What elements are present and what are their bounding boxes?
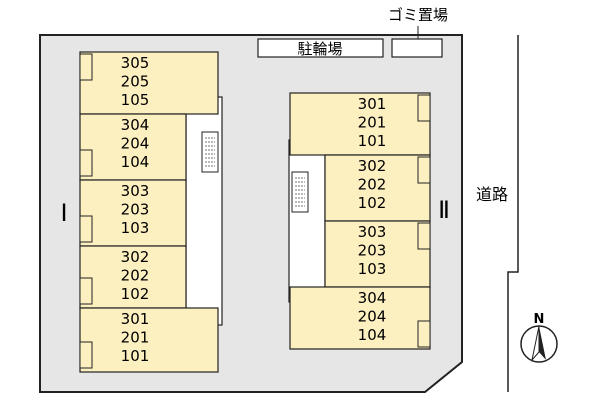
room-number: 305: [121, 54, 150, 72]
unit-block: [289, 286, 431, 350]
door-notch: [79, 53, 93, 81]
garbage-area-label: ゴミ置場: [388, 6, 448, 24]
room-number: 204: [358, 308, 387, 326]
room-number: 103: [121, 219, 150, 237]
unit-block: [324, 154, 431, 222]
room-number: 104: [358, 326, 387, 344]
room-number: 302: [121, 248, 150, 266]
room-number: 103: [358, 260, 387, 278]
room-number: 101: [358, 132, 387, 150]
building-2-label: Ⅱ: [438, 196, 450, 224]
door-notch: [79, 149, 93, 177]
room-number: 304: [358, 289, 387, 307]
room-number: 101: [121, 347, 150, 365]
building-1-stair-lines: [205, 137, 215, 167]
unit-block: [79, 113, 187, 181]
room-number: 201: [358, 114, 387, 132]
room-number: 304: [121, 116, 150, 134]
unit-block: [79, 307, 219, 373]
room-number: 301: [121, 310, 150, 328]
room-number: 203: [358, 242, 387, 260]
unit-block: [79, 245, 187, 309]
building-1-label: Ⅰ: [60, 199, 67, 227]
room-number: 102: [121, 285, 150, 303]
room-number: 303: [121, 182, 150, 200]
north-arrow-icon: [520, 325, 558, 363]
north-label: N: [534, 312, 545, 327]
bicycle-parking: [257, 38, 384, 58]
door-notch: [79, 215, 93, 243]
door-notch: [417, 320, 431, 348]
door-notch: [79, 341, 93, 369]
room-number: 202: [121, 267, 150, 285]
door-notch: [417, 222, 431, 250]
door-notch: [417, 94, 431, 122]
door-notch: [417, 156, 431, 184]
room-number: 301: [358, 95, 387, 113]
room-number: 302: [358, 157, 387, 175]
room-number: 204: [121, 135, 150, 153]
room-number: 303: [358, 223, 387, 241]
unit-block: [289, 92, 431, 156]
unit-block: [79, 51, 219, 115]
room-number: 203: [121, 201, 150, 219]
road-label: 道路: [476, 185, 508, 204]
building-2-stair-lines: [295, 177, 305, 207]
building-1: 3052051053042041043032031033022021023012…: [79, 51, 223, 373]
door-notch: [79, 277, 93, 305]
room-number: 102: [358, 194, 387, 212]
unit-block: [79, 179, 187, 247]
building-1-corridor: [185, 96, 223, 326]
room-number: 205: [121, 73, 150, 91]
room-number: 104: [121, 153, 150, 171]
unit-block: [324, 220, 431, 288]
room-number: 202: [358, 176, 387, 194]
room-number: 105: [121, 91, 150, 109]
building-2-corridor: [288, 139, 326, 303]
bicycle-parking-label: 駐輪場: [297, 40, 342, 58]
room-number: 201: [121, 329, 150, 347]
road-edge: [507, 35, 519, 392]
garbage-area: [391, 38, 443, 58]
